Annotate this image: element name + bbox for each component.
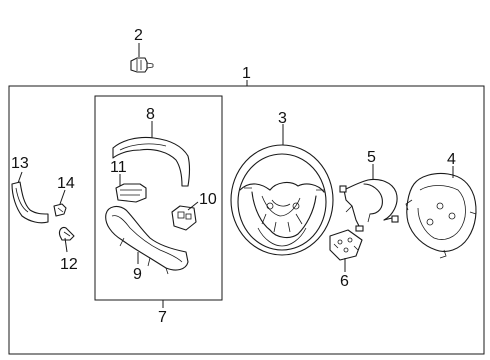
switch-module-part	[329, 229, 363, 261]
bolt-part	[130, 57, 154, 73]
lower-bezel-part	[105, 205, 189, 275]
upper-trim-cover-part	[112, 136, 191, 187]
leader-lines	[17, 43, 454, 308]
callout-11: 11	[110, 159, 127, 176]
small-clip-part	[53, 203, 67, 217]
callout-4: 4	[447, 151, 456, 168]
assembly-frame	[8, 85, 485, 355]
small-switch-part	[171, 205, 197, 231]
subassembly-frame	[94, 95, 223, 301]
callout-14: 14	[57, 175, 75, 192]
callout-labels: 2 1 3 4 5 6 7 8 9 10 11 12 13 14	[11, 27, 456, 326]
callout-12: 12	[60, 256, 78, 273]
side-trim-part	[11, 181, 49, 224]
callout-2: 2	[134, 27, 143, 44]
callout-13: 13	[11, 155, 29, 172]
rear-cover-part	[405, 172, 477, 259]
callout-3: 3	[278, 110, 287, 127]
lower-clip-part	[58, 226, 75, 241]
callout-7: 7	[158, 309, 167, 326]
callout-6: 6	[340, 273, 349, 290]
callout-5: 5	[367, 149, 376, 166]
steering-wheel-part	[230, 144, 334, 256]
callout-9: 9	[133, 266, 142, 283]
bracket-part	[115, 183, 147, 203]
wiring-harness-part	[339, 178, 399, 232]
callout-10: 10	[199, 191, 217, 208]
callout-1: 1	[242, 65, 251, 82]
callout-8: 8	[146, 106, 155, 123]
